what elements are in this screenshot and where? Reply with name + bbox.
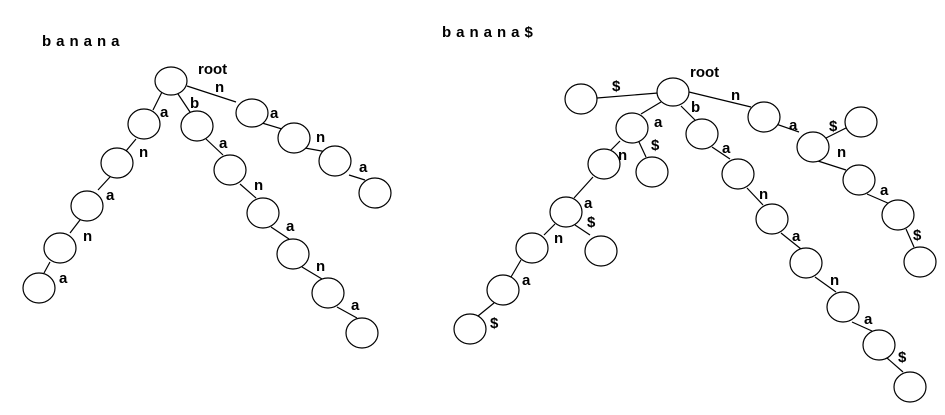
left-node	[318, 145, 352, 177]
edge-label: n	[837, 144, 846, 161]
right-trie-nodes	[453, 77, 937, 403]
edge-label: a	[351, 297, 360, 314]
edge-label: a	[359, 159, 368, 176]
left-node	[70, 190, 104, 222]
edge-label: a	[286, 218, 295, 235]
right-node	[747, 101, 781, 133]
edge-label: n	[316, 129, 325, 146]
edge-label: a	[880, 182, 889, 199]
right-node	[842, 164, 876, 196]
edge-label: a	[219, 135, 228, 152]
left-trie-nodes	[22, 66, 392, 349]
edge-label: a	[59, 270, 68, 287]
right-node	[615, 112, 649, 144]
right-trie-title: banana$	[442, 24, 538, 41]
edge-label: b	[691, 99, 700, 116]
edge-label: n	[731, 87, 740, 104]
right-node	[721, 158, 755, 190]
right-trie-edges	[477, 91, 915, 373]
edge-label: $	[587, 214, 596, 231]
left-trie-labels: root a n a n a b a n a n a n a	[59, 61, 360, 314]
edge-label: a	[654, 114, 663, 131]
left-trie-title: banana	[42, 33, 125, 50]
left-node	[100, 147, 134, 179]
edge-label: a	[722, 140, 731, 157]
right-node	[826, 291, 860, 323]
left-leaf-node	[345, 317, 379, 349]
edge-label: n	[554, 230, 563, 247]
edge-label: a	[522, 272, 531, 289]
edge-label: $	[490, 315, 499, 332]
edge-label: n	[215, 79, 224, 96]
right-node	[881, 199, 915, 231]
edge-label: a	[864, 311, 873, 328]
left-node	[276, 238, 310, 270]
left-node	[127, 108, 161, 140]
edge-label: $	[913, 227, 922, 244]
edge-label: n	[83, 228, 92, 245]
edge-label: a	[270, 105, 279, 122]
left-root-node	[154, 66, 188, 96]
right-trie: b a n a n a $	[442, 24, 937, 403]
edge-label: a	[160, 104, 169, 121]
edge-label: $	[612, 78, 621, 95]
edge-label: a	[106, 187, 115, 204]
left-node	[180, 110, 214, 142]
left-leaf-node	[22, 272, 56, 304]
left-trie: b a n a n a	[22, 33, 392, 349]
edge-label: b	[190, 95, 199, 112]
left-node	[311, 277, 345, 309]
right-node	[685, 118, 719, 150]
right-node	[486, 274, 520, 306]
left-node	[213, 154, 247, 186]
edge-label: $	[651, 137, 660, 154]
right-node	[549, 196, 583, 228]
edge-label: n	[316, 258, 325, 275]
right-node	[796, 131, 830, 163]
right-node	[862, 329, 896, 361]
right-node	[587, 148, 621, 180]
left-trie-labels-lower: n a	[316, 129, 368, 176]
right-node	[789, 247, 823, 279]
right-leaf-node	[903, 246, 937, 278]
edge-label: a	[792, 228, 801, 245]
right-leaf-node	[893, 371, 927, 403]
right-leaf-node	[564, 83, 598, 115]
edge-label: $	[898, 349, 907, 366]
edge-label: $	[829, 118, 838, 135]
edge-label: n	[830, 272, 839, 289]
left-node	[246, 197, 280, 229]
left-root-label: root	[198, 61, 227, 78]
edge-label: a	[789, 117, 798, 134]
right-root-node	[656, 77, 690, 107]
left-node	[235, 98, 269, 128]
right-trie-labels: root $ a $ n a $ n a $ b a n a n a $ n a…	[490, 64, 922, 366]
left-leaf-node	[358, 177, 392, 209]
edge-label: n	[254, 177, 263, 194]
edge-label: n	[618, 147, 627, 164]
edge-label: n	[139, 144, 148, 161]
right-leaf-node	[453, 313, 487, 345]
left-node	[43, 232, 77, 264]
right-node	[755, 203, 789, 235]
right-root-label: root	[690, 64, 719, 81]
right-leaf-node	[635, 156, 669, 188]
right-leaf-node	[584, 235, 618, 267]
edge-label: n	[759, 186, 768, 203]
edge-label: a	[584, 195, 593, 212]
right-node	[515, 232, 549, 264]
right-leaf-node	[844, 106, 878, 138]
left-node	[277, 122, 311, 154]
